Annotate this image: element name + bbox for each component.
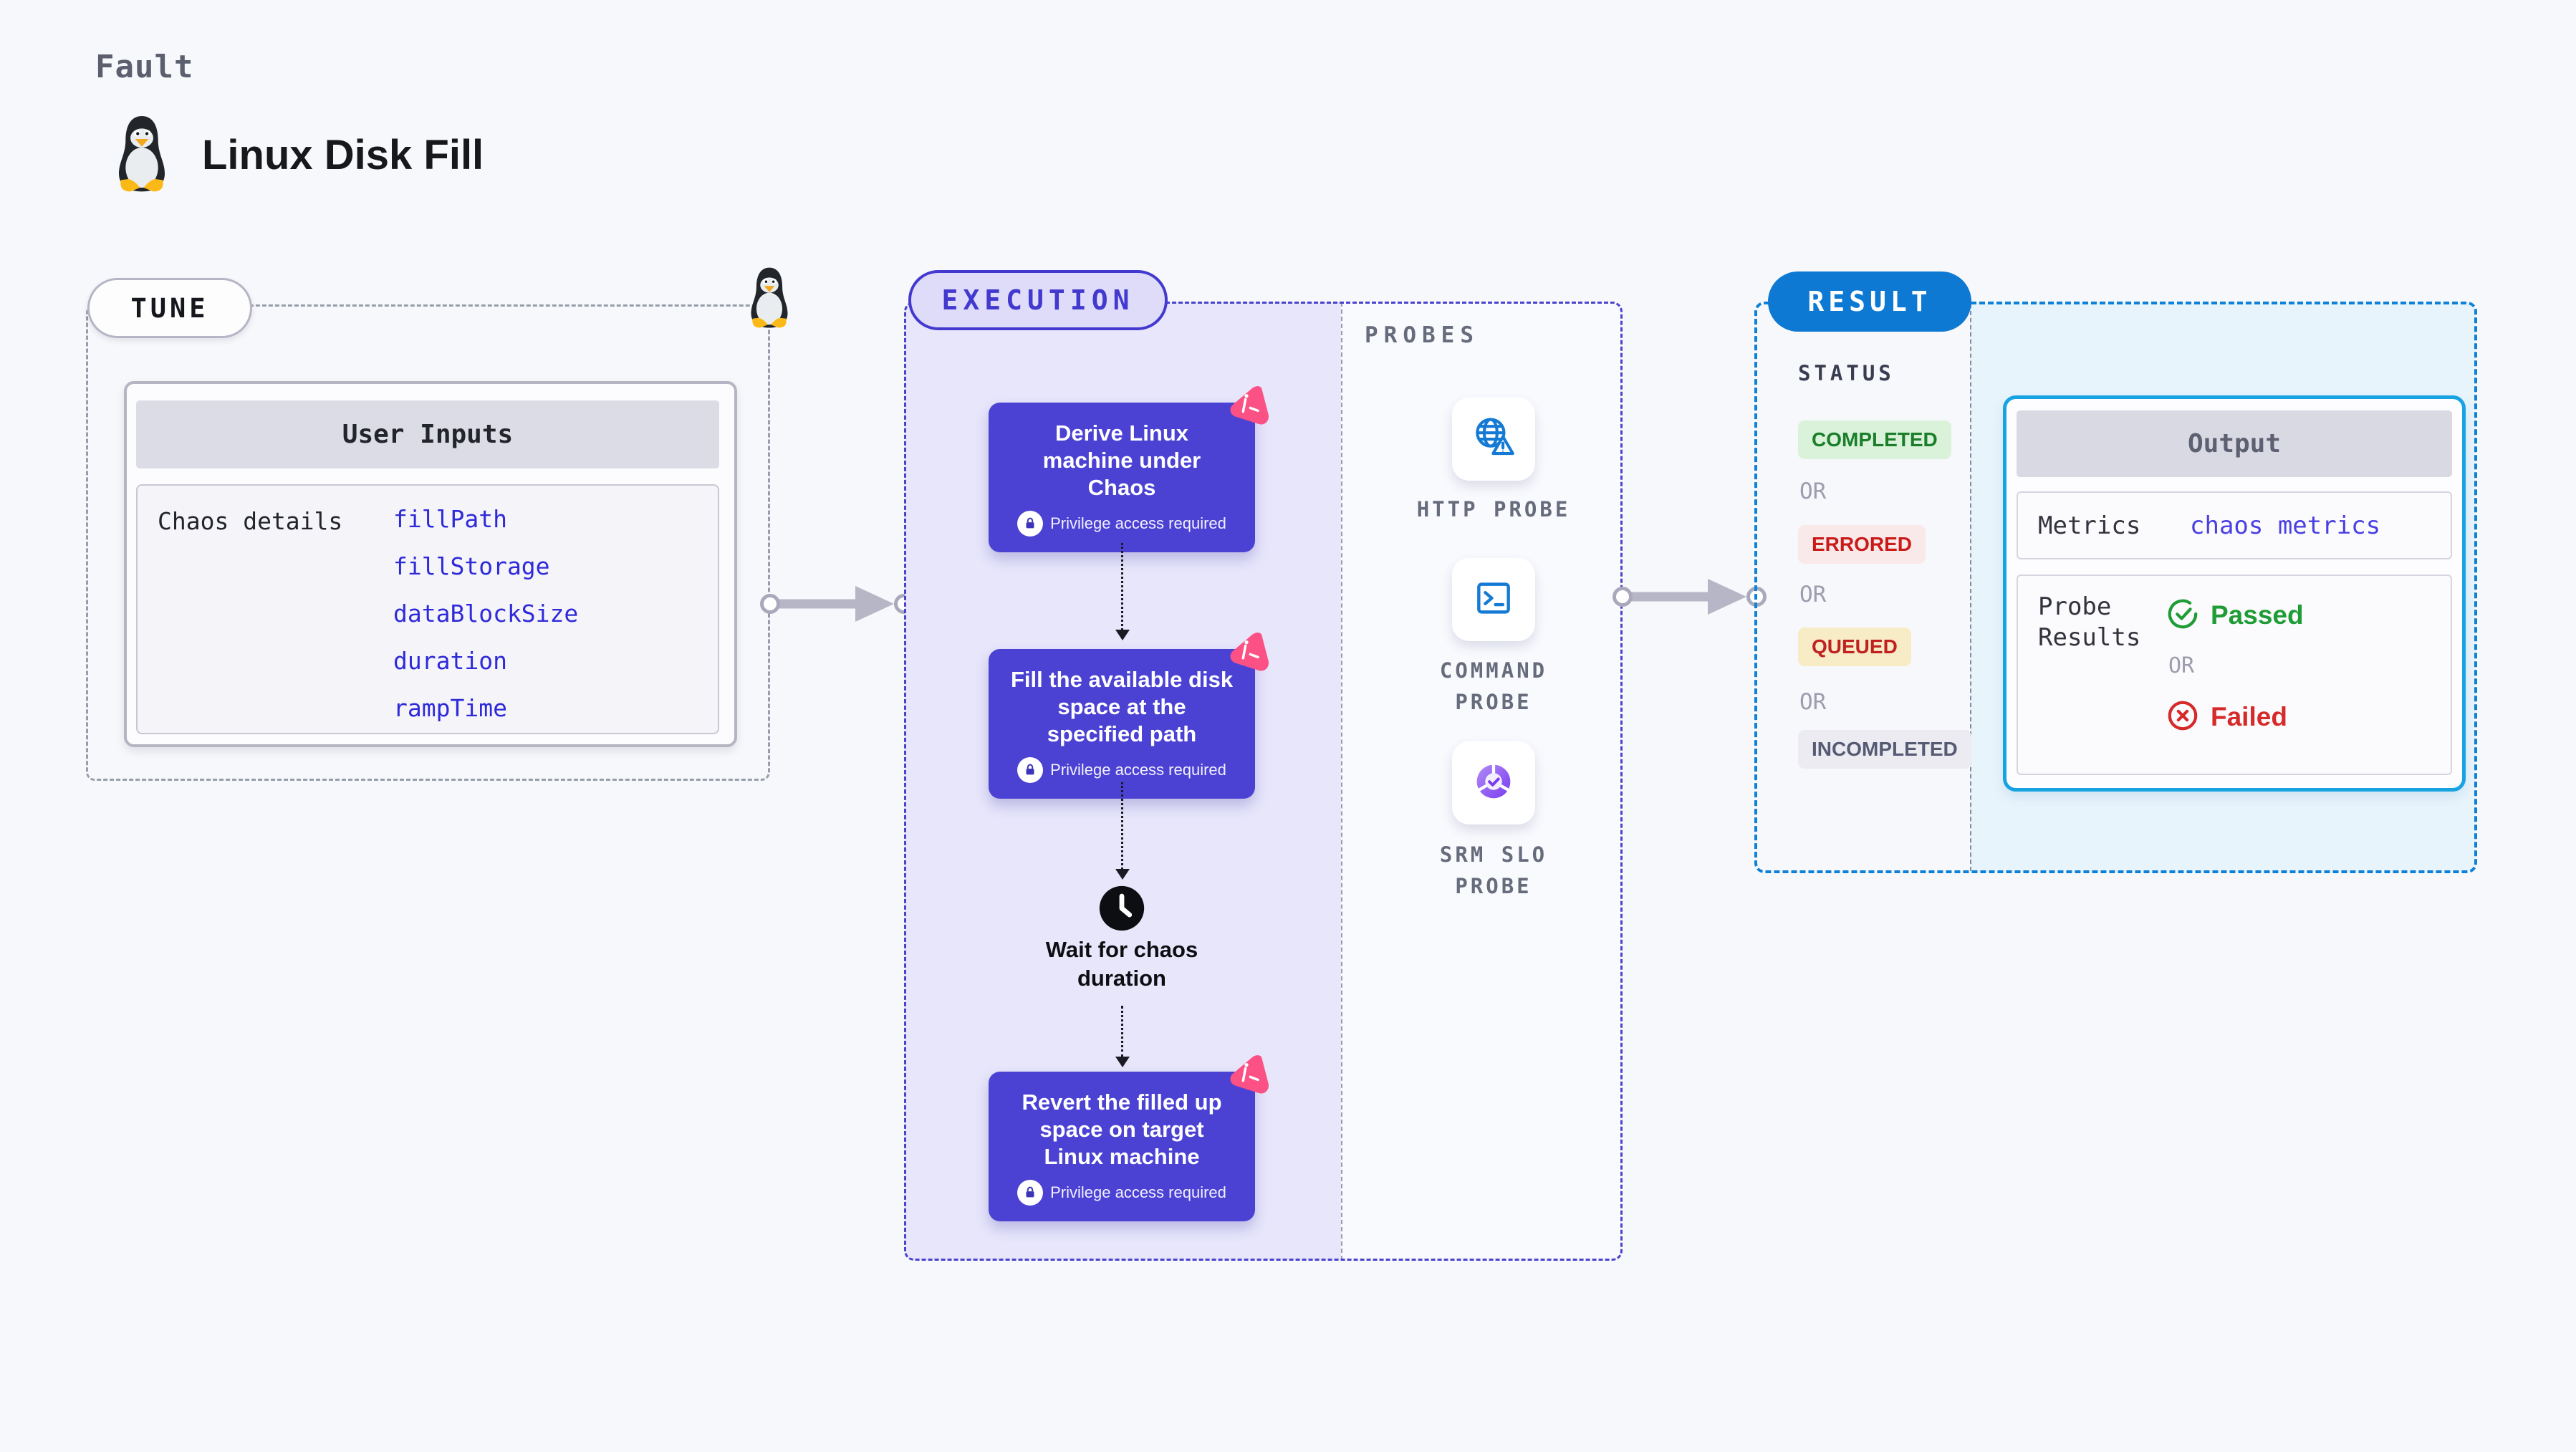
step-title: Derive Linux machine under Chaos	[1042, 420, 1201, 500]
param-ramptime: rampTime	[393, 694, 507, 722]
flow-connector	[1115, 1006, 1130, 1067]
http-probe-card[interactable]	[1452, 398, 1535, 481]
step-revert-space[interactable]: Revert the filled up space on target Lin…	[989, 1055, 1269, 1222]
failed-verdict: Failed	[2166, 699, 2287, 735]
page-title: Linux Disk Fill	[202, 131, 484, 178]
flow-connector	[1115, 782, 1130, 880]
srm-slo-probe-label: SRM SLO PROBE	[1439, 842, 1548, 898]
passed-verdict: Passed	[2166, 597, 2304, 633]
page-title-row: Linux Disk Fill	[106, 113, 484, 196]
arrowhead-icon	[1115, 1057, 1130, 1067]
user-inputs-header: User Inputs	[136, 400, 719, 468]
status-heading: STATUS	[1798, 361, 1895, 385]
privilege-note-row: Privilege access required	[1007, 511, 1236, 537]
status-badge-errored: ERRORED	[1798, 525, 1926, 564]
or-label: OR	[1799, 689, 1827, 715]
wait-duration-label: Wait for chaos duration	[1045, 937, 1198, 991]
execution-badge: EXECUTION	[908, 270, 1168, 330]
probes-heading: PROBES	[1365, 322, 1479, 348]
chaos-params-list: fillPath fillStorage dataBlockSize durat…	[393, 496, 578, 732]
result-divider	[1970, 304, 1971, 871]
check-circle-icon	[2166, 597, 2199, 633]
http-probe-label: HTTP PROBE	[1416, 497, 1571, 521]
litmus-chaos-icon	[1226, 1053, 1272, 1099]
execution-to-result-arrow-icon	[1612, 574, 1767, 620]
globe-alert-icon	[1470, 414, 1517, 464]
command-probe-label: COMMAND PROBE	[1439, 658, 1548, 714]
status-badge-incompleted: INCOMPLETED	[1798, 730, 1971, 769]
chaos-metrics-link[interactable]: chaos metrics	[2190, 511, 2381, 540]
passed-label: Passed	[2211, 600, 2304, 630]
slo-donut-check-icon	[1471, 759, 1517, 807]
privilege-note: Privilege access required	[1050, 514, 1226, 533]
status-badge-completed: COMPLETED	[1798, 420, 1951, 459]
status-badge-queued: QUEUED	[1798, 628, 1911, 666]
lock-icon	[1017, 1180, 1044, 1206]
step-derive-machine[interactable]: Derive Linux machine under Chaos Privile…	[989, 386, 1269, 553]
lock-icon	[1017, 511, 1044, 537]
metrics-row: Metrics chaos metrics	[2017, 491, 2452, 559]
execution-section-outline	[904, 302, 1623, 1261]
probe-results-row: Probe Results Passed OR Failed	[2017, 574, 2452, 775]
terminal-icon	[1471, 576, 1516, 623]
clock-icon	[1097, 884, 1146, 933]
arrowhead-icon	[1115, 630, 1130, 640]
privilege-note: Privilege access required	[1050, 761, 1226, 779]
result-badge: RESULT	[1768, 271, 1971, 332]
privilege-note: Privilege access required	[1050, 1183, 1226, 1202]
litmus-chaos-icon	[1226, 630, 1272, 676]
chaos-details-label: Chaos details	[158, 507, 343, 535]
metrics-label: Metrics	[2038, 511, 2141, 540]
param-fillstorage: fillStorage	[393, 552, 550, 580]
param-fillpath: fillPath	[393, 505, 507, 533]
litmus-chaos-icon	[1226, 384, 1272, 430]
lock-icon	[1017, 757, 1044, 784]
or-label: OR	[1799, 479, 1827, 504]
tune-section-outline	[86, 304, 770, 781]
or-label: OR	[2168, 653, 2195, 678]
fault-kicker: Fault	[95, 49, 194, 85]
or-label: OR	[1799, 582, 1827, 607]
step-title: Fill the available disk space at the spe…	[1010, 667, 1234, 746]
tux-penguin-icon	[745, 264, 794, 334]
tune-badge: TUNE	[87, 278, 252, 338]
privilege-note-row: Privilege access required	[1007, 1180, 1236, 1206]
param-duration: duration	[393, 647, 507, 675]
step-title: Revert the filled up space on target Lin…	[1022, 1090, 1222, 1169]
x-circle-icon	[2166, 699, 2199, 735]
privilege-note-row: Privilege access required	[1007, 757, 1236, 784]
tune-to-execution-arrow-icon	[759, 581, 914, 627]
user-inputs-table: Chaos details fillPath fillStorage dataB…	[136, 484, 719, 734]
flow-connector	[1115, 543, 1130, 640]
failed-label: Failed	[2211, 702, 2287, 731]
output-header: Output	[2017, 410, 2452, 477]
probe-results-label: Probe Results	[2038, 592, 2141, 652]
step-fill-disk[interactable]: Fill the available disk space at the spe…	[989, 633, 1269, 799]
command-probe-card[interactable]	[1452, 558, 1535, 641]
arrowhead-icon	[1115, 869, 1130, 880]
tux-penguin-icon	[106, 113, 178, 196]
result-section-outline	[1754, 302, 2477, 873]
srm-slo-probe-card[interactable]	[1452, 741, 1535, 824]
param-datablocksize: dataBlockSize	[393, 600, 579, 628]
